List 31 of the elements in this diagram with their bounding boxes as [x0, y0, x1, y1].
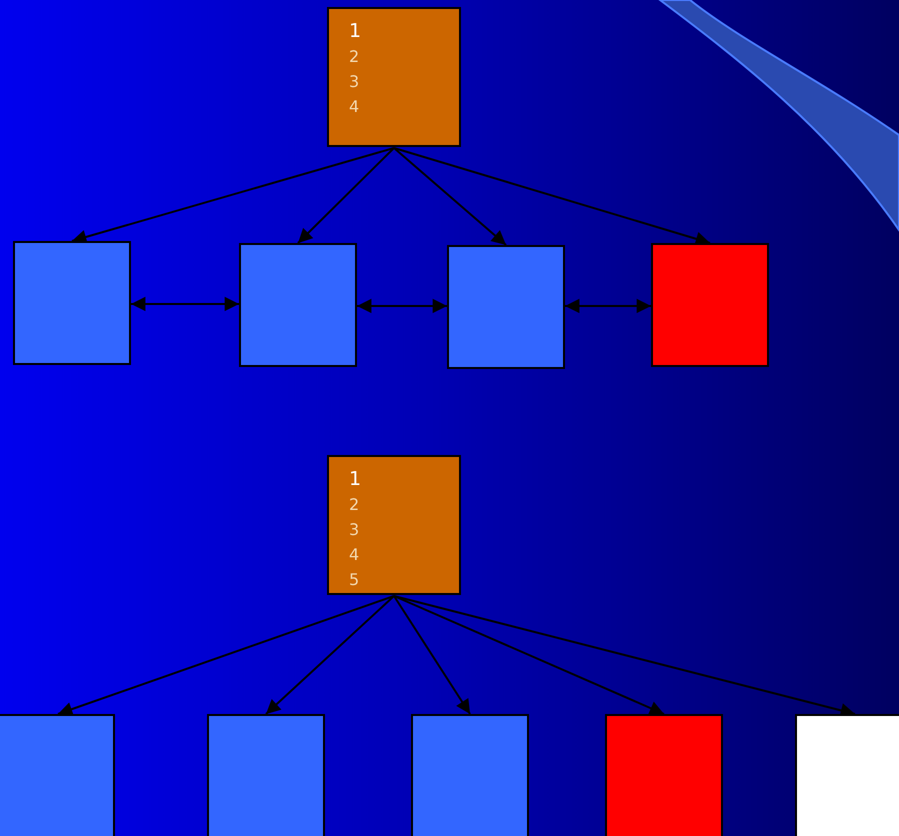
arrow [394, 147, 710, 246]
list-number: 5 [349, 569, 360, 590]
list-box [327, 7, 461, 147]
list-number: 1 [349, 469, 362, 490]
empty-box [651, 243, 769, 367]
arrow [297, 147, 395, 244]
list-number: 4 [349, 544, 360, 565]
empty-box [447, 245, 565, 369]
empty-box [795, 714, 899, 836]
empty-box [13, 241, 131, 365]
empty-box [0, 714, 115, 836]
list-number: 2 [349, 494, 360, 515]
arrow [393, 147, 507, 246]
empty-box [207, 714, 325, 836]
list-number: 4 [349, 96, 360, 117]
arrow [394, 595, 664, 715]
empty-box [411, 714, 529, 836]
list-number: 3 [349, 71, 360, 92]
arrow [265, 595, 395, 715]
list-number: 1 [349, 21, 362, 42]
list-number: 3 [349, 519, 360, 540]
empty-box [605, 714, 723, 836]
arrow [357, 298, 448, 314]
arrow [131, 296, 240, 312]
empty-box [239, 243, 357, 367]
arrow [72, 147, 394, 244]
list-box [327, 455, 461, 595]
arrow [565, 298, 652, 314]
list-number: 2 [349, 46, 360, 67]
arrow [393, 595, 471, 715]
arrow [58, 595, 394, 716]
